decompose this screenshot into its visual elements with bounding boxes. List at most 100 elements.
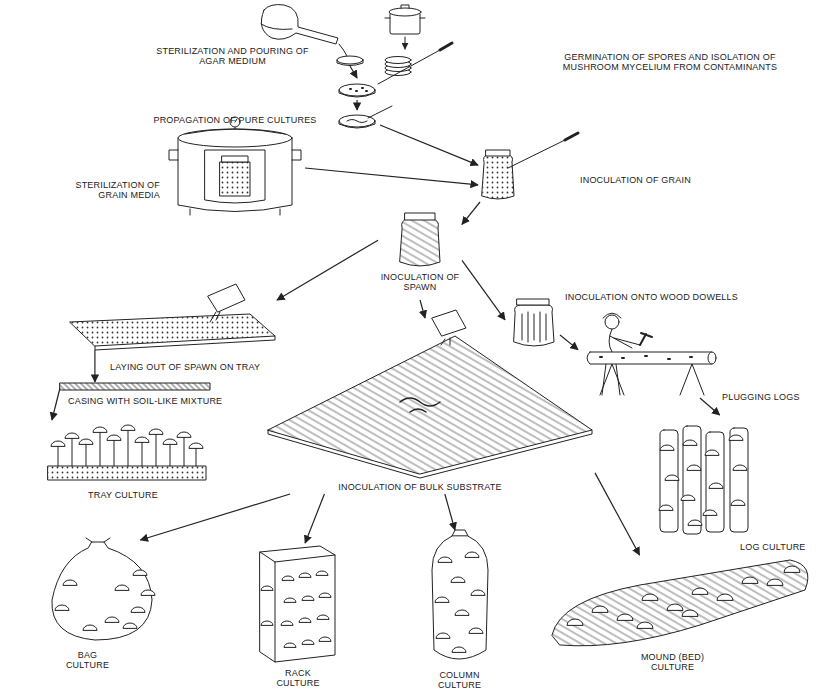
spawn-stream [210,312,220,322]
flow-arrow [560,335,578,350]
jar-lid [486,150,510,156]
stage-caption: INOCULATION ONTO WOOD DOWELLS [565,292,775,302]
grain-jar [220,162,250,196]
stage-caption: INOCULATION OF GRAIN [580,175,730,185]
stage-caption: PLUGGING LOGS [722,392,822,402]
column-tie [452,530,468,536]
culture-stage: BAG CULTURE [45,540,160,645]
cooker-cutaway [205,150,265,203]
culture-stage: INOCULATION OF BULK SUBSTRATE [265,318,595,494]
flow-arrow [420,300,425,318]
mushroom-caps [51,425,203,448]
flow-arrow [305,494,324,543]
stage-caption: LOG CULTURE [740,542,825,552]
culture-rack [260,546,335,662]
grain-jar [482,155,514,199]
flow-arrow [595,473,640,555]
bag-tie [86,538,110,542]
culture-stage: LOG CULTURE [650,415,770,540]
jar-lid [222,156,248,162]
cooker-feet [190,209,280,215]
flow-arrow [462,260,505,319]
mushroom-caps [55,570,155,630]
culture-bag [52,542,152,640]
stage-caption: TRAY CULTURE [88,490,178,500]
stage-caption: CASING WITH SOIL-LIKE MIXTURE [68,396,268,406]
flow-arrow [700,398,720,415]
spawn-stream [441,338,450,345]
petri-dish [337,56,363,64]
culture-stage: STERILIZATION OF GRAIN MEDIA [165,118,305,218]
culture-stage: PROPAGATION OF PURE CULTURES [335,110,380,132]
stage-caption: RACK CULTURE [268,668,328,688]
spawn-jar [400,219,440,266]
sterilizer-handles [385,5,425,18]
flow-arrow [140,494,290,540]
rack-edges [260,552,335,662]
petri-rim [339,121,375,128]
pouring-jar [208,284,245,312]
petri-dish [339,84,375,96]
flow-arrow [380,125,478,165]
stage-caption: COLUMN CULTURE [432,670,487,690]
stage-caption: INOCULATION OF BULK SUBSTRATE [325,482,515,492]
agar-stream [339,44,347,56]
flow-arrow [305,168,478,185]
line-art [48,5,808,662]
pouring-jar [432,310,466,336]
hammer [640,333,652,345]
dish-stack [385,57,411,64]
agar-level [261,24,292,29]
mushroom-caps [261,571,331,647]
flow-arrow [277,240,378,300]
pointer-arrow [405,37,406,49]
worker-hat [603,313,621,318]
cooker-body [178,138,292,212]
culture-stage: INOCULATION ONTO WOOD DOWELLS [505,298,560,350]
petri-rim [337,60,363,66]
log-plugs [600,356,692,359]
culture-stage: TRAY CULTURE [45,420,210,485]
spore-colonies [350,88,367,91]
jar-lid [517,299,549,305]
culture-stage: STERILIZATION AND POURING OF AGAR MEDIUM [248,2,363,66]
stage-caption: GERMINATION OF SPORES AND ISOLATION OF M… [545,52,795,72]
culture-stage: PLUGGING LOGS [578,310,715,398]
inoculating-needle [508,140,565,168]
agar-flask [261,5,338,44]
needle-handle [565,133,578,140]
culture-stage: COLUMN CULTURE [425,530,493,666]
worker-head [605,315,619,329]
jar-lid [405,213,435,220]
flow-arrow [356,100,357,110]
stage-caption: STERILIZATION OF GRAIN MEDIA [70,180,160,200]
culture-mound [552,560,808,646]
flow-arrow [462,202,480,224]
log [706,432,724,532]
mushroom-caps [659,435,747,525]
spawn-tray [70,314,275,346]
worker-arms [610,336,640,348]
mycelium-streak [347,120,367,123]
culture-stage: MOUND (BED) CULTURE [545,555,815,650]
bulk-substrate [268,336,592,474]
mushroom-caps [567,566,800,628]
stage-caption: BAG CULTURE [60,650,115,670]
tray-rim [95,336,275,350]
stage-caption: INOCULATION OF SPAWN [375,272,465,292]
inoculating-needle [378,50,440,84]
culture-tray [48,466,206,480]
dowel-jar [514,305,554,346]
flow-arrow [52,388,60,420]
stage-caption: STERILIZATION AND POURING OF AGAR MEDIUM [150,46,315,66]
culture-stage: LAYING OUT OF SPAWN ON TRAY [62,285,277,350]
wood-dowels [522,312,546,342]
flow-arrow [94,350,95,382]
log [730,428,748,532]
casing-layer [60,383,210,390]
stage-caption: PROPAGATION OF PURE CULTURES [145,115,325,125]
log-end [708,352,716,364]
